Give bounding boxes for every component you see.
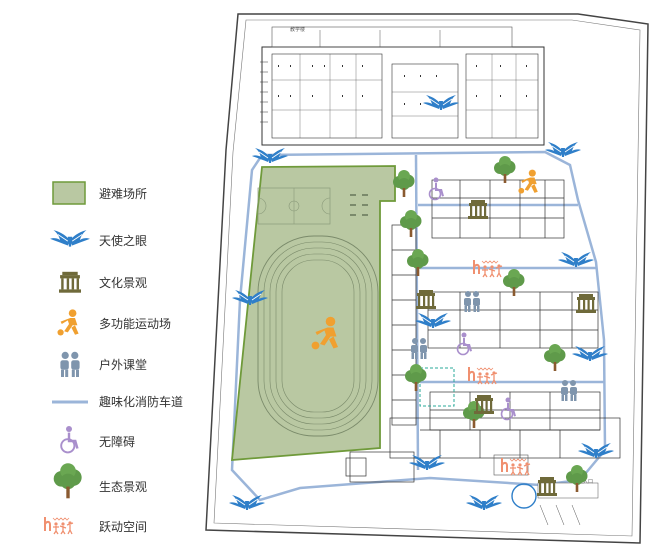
refuge-area-swatch xyxy=(52,181,86,205)
legend-item-sport: 多功能运动场 xyxy=(57,309,171,336)
sport-markers xyxy=(518,169,538,194)
angel-eye-icon xyxy=(228,494,266,511)
legend-item-angel-eye: 天使之眼 xyxy=(49,229,147,248)
culture-pavilion-icon xyxy=(474,395,494,414)
legend-label: 避难场所 xyxy=(99,187,147,201)
tree-icon xyxy=(393,170,415,197)
culture-pavilion-icon xyxy=(59,271,81,293)
angel-eye-icon xyxy=(414,312,452,329)
angel-eye-icon xyxy=(408,454,446,471)
outdoor-classroom-icon xyxy=(464,291,480,312)
tree-icon xyxy=(400,210,422,237)
bottom-gate-label: 主入口 xyxy=(578,478,593,485)
right-buildings xyxy=(345,179,621,483)
tree-icon xyxy=(407,249,429,276)
top-building: 教学楼 xyxy=(260,26,545,146)
legend-label: 户外课堂 xyxy=(99,357,147,372)
jumping-people-icon xyxy=(501,457,531,476)
legend-item-activity: 跃动空间 xyxy=(44,516,147,535)
legend-item-classroom: 户外课堂 xyxy=(60,351,147,377)
legend-item-culture: 文化景观 xyxy=(59,271,147,293)
angel-eye-icon xyxy=(557,251,595,268)
multi-sport-icon xyxy=(518,169,538,194)
multi-sport-icon xyxy=(57,309,79,336)
tree-icon xyxy=(53,463,82,499)
outdoor-classroom-icon xyxy=(60,351,80,377)
outdoor-classroom-icon xyxy=(411,338,427,359)
legend-label: 趣味化消防车道 xyxy=(99,394,183,409)
angel-eye-icon xyxy=(49,229,91,248)
site-boundary xyxy=(205,13,649,544)
site-inner-boundary xyxy=(213,19,641,537)
culture-pavilion-icon xyxy=(468,200,488,219)
legend-label: 跃动空间 xyxy=(99,520,147,534)
legend-label: 文化景观 xyxy=(99,275,147,290)
angel-eye-icon xyxy=(577,442,615,459)
legend-label: 天使之眼 xyxy=(99,233,147,248)
refuge-area xyxy=(230,165,396,461)
legend-label: 无障碍 xyxy=(99,434,135,449)
legend-item-fire-lane: 趣味化消防车道 xyxy=(52,394,183,409)
legend-item-accessible: 无障碍 xyxy=(60,425,135,454)
legend-item-refuge: 避难场所 xyxy=(52,181,147,205)
fire-lane-network xyxy=(230,150,607,502)
culture-pavilion-icon xyxy=(576,294,596,313)
tree-icon xyxy=(494,156,516,183)
angel-eye-icon xyxy=(465,494,503,511)
jumping-people-icon xyxy=(44,516,74,535)
legend: 避难场所 天使之眼 文化景观 多功能运动场 户外课堂 趣味化消防车道 无障碍 xyxy=(44,181,183,535)
legend-label: 多功能运动场 xyxy=(99,317,171,331)
culture-pavilion-icon xyxy=(416,290,436,309)
site-plan: 教学楼 xyxy=(205,13,649,544)
legend-label: 生态景观 xyxy=(99,480,147,494)
top-gate-label: 教学楼 xyxy=(290,26,305,33)
wheelchair-icon xyxy=(60,425,80,454)
angel-eye-icon xyxy=(422,94,460,111)
legend-item-ecology: 生态景观 xyxy=(53,463,147,499)
wheelchair-icon xyxy=(500,396,517,421)
tree-icon xyxy=(405,364,427,391)
